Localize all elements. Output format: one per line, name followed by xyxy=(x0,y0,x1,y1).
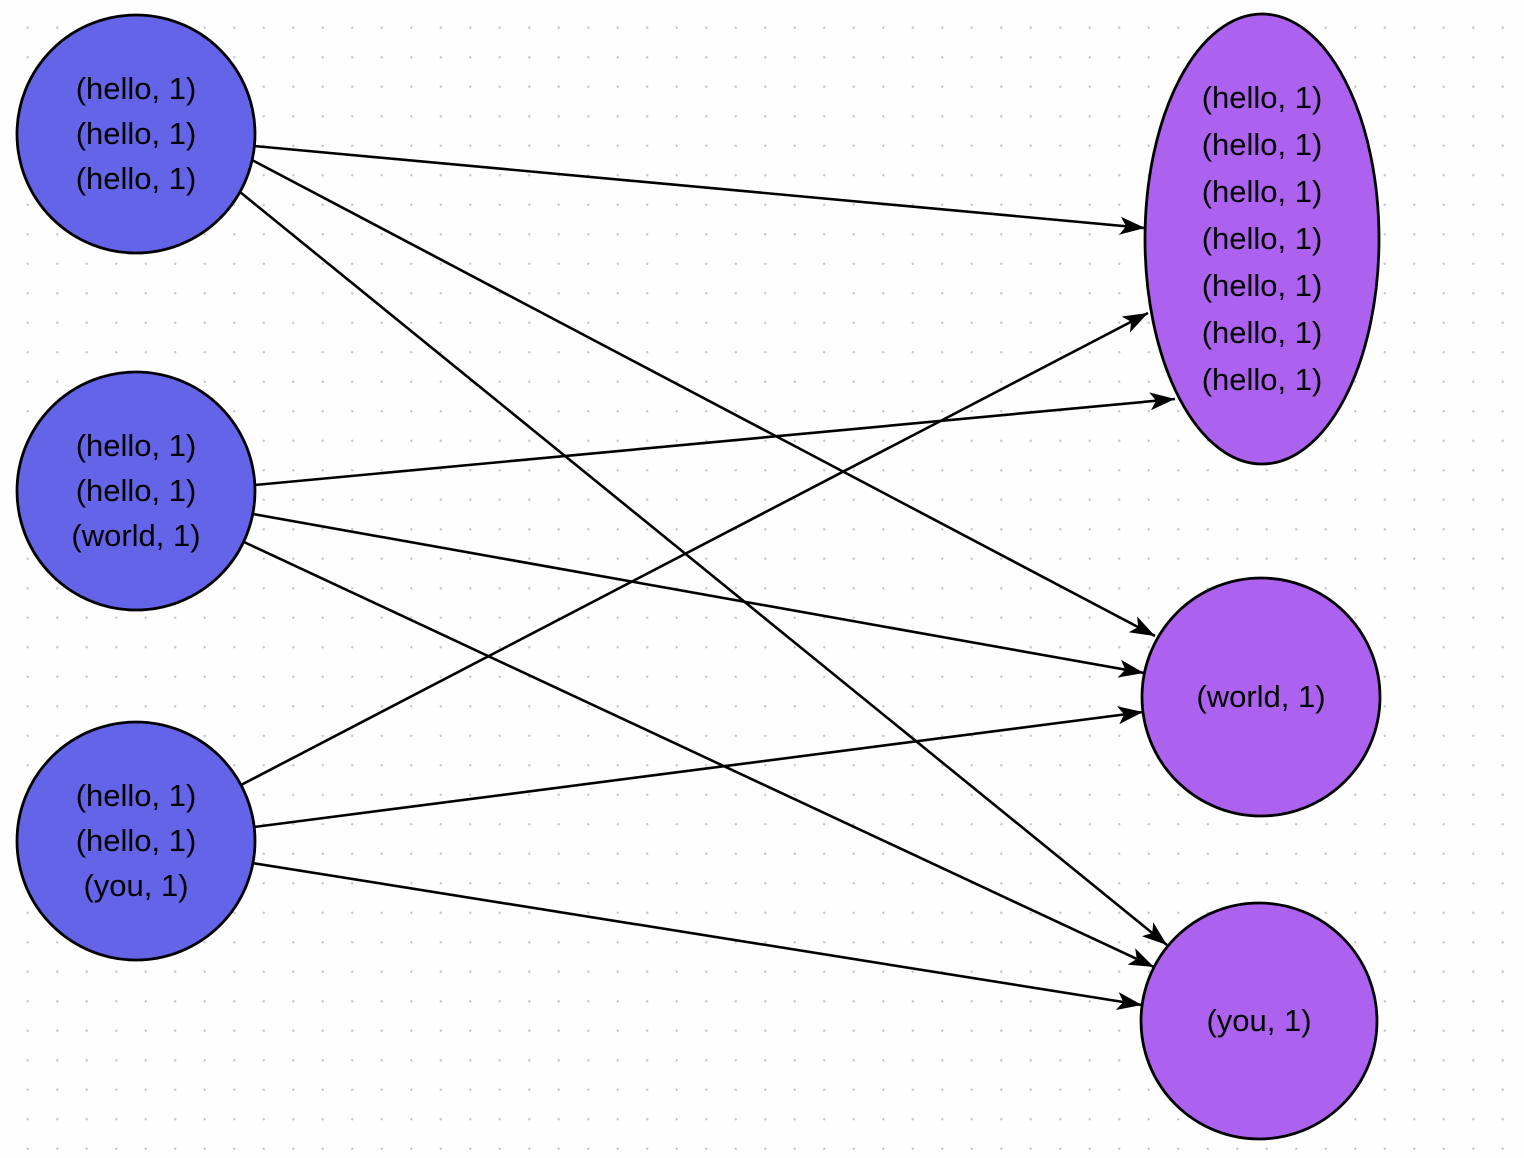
node-label-line: (you, 1) xyxy=(83,868,188,903)
map-output-node-2-label: (hello, 1) (hello, 1) (world, 1) xyxy=(71,428,200,553)
node-layer: (hello, 1)(hello, 1)(hello, 1)(hello, 1)… xyxy=(15,12,1382,1141)
edge-map-2-to-reduce-hello xyxy=(254,392,1176,487)
map-output-node-3: (hello, 1) (hello, 1) (you, 1) xyxy=(15,720,257,962)
reduce-input-node-you-shape xyxy=(1139,901,1379,1141)
node-label-line: (hello, 1) xyxy=(76,116,197,151)
map-output-node-2-shape xyxy=(15,370,257,612)
edge-map-3-to-reduce-you xyxy=(251,861,1143,1010)
map-output-node-1: (hello, 1) (hello, 1) (hello, 1) xyxy=(15,13,257,255)
node-label-line: (hello, 1) xyxy=(1202,127,1323,162)
edge-map-1-to-reduce-hello xyxy=(253,144,1146,235)
node-label-line: (hello, 1) xyxy=(1202,315,1323,350)
node-label-line: (you, 1) xyxy=(1206,1003,1311,1038)
node-label-line: (hello, 1) xyxy=(1202,80,1323,115)
map-output-node-2: (hello, 1) (hello, 1) (world, 1) xyxy=(15,370,257,612)
node-label-line: (hello, 1) xyxy=(76,823,197,858)
reduce-input-node-you-label: (you, 1) xyxy=(1206,1003,1311,1038)
map-output-node-3-shape xyxy=(15,720,257,962)
reduce-input-node-hello-shape xyxy=(1143,12,1381,466)
edge-map-2-to-reduce-you xyxy=(243,540,1155,969)
node-label-line: (hello, 1) xyxy=(1202,362,1323,397)
map-output-node-1-shape xyxy=(15,13,257,255)
node-label-line: (hello, 1) xyxy=(76,161,197,196)
node-label-line: (hello, 1) xyxy=(76,473,197,508)
reduce-input-node-hello: (hello, 1) (hello, 1) (hello, 1) (hello, 1)… xyxy=(1143,12,1381,466)
edge-map-1-to-reduce-you xyxy=(239,190,1168,947)
node-label-line: (hello, 1) xyxy=(1202,221,1323,256)
reduce-input-node-hello-label: (hello, 1) (hello, 1) (hello, 1) (hello, 1)… xyxy=(1202,80,1323,397)
reduce-input-node-world: (world, 1) xyxy=(1140,576,1382,818)
edge-map-3-to-reduce-hello xyxy=(240,311,1149,787)
reduce-input-node-world-label: (world, 1) xyxy=(1196,679,1325,714)
map-output-node-1-label: (hello, 1) (hello, 1) (hello, 1) xyxy=(76,71,197,196)
edge-map-2-to-reduce-world xyxy=(252,512,1145,678)
map-output-node-3-label: (hello, 1) (hello, 1) (you, 1) xyxy=(76,778,197,903)
reduce-input-node-you: (you, 1) xyxy=(1139,901,1379,1141)
edge-map-3-to-reduce-world xyxy=(253,706,1144,829)
node-label-line: (world, 1) xyxy=(71,518,200,553)
node-label-line: (hello, 1) xyxy=(76,71,197,106)
edge-layer xyxy=(239,144,1176,1010)
reduce-input-node-world-shape xyxy=(1140,576,1382,818)
node-label-line: (hello, 1) xyxy=(1202,174,1323,209)
node-label-line: (hello, 1) xyxy=(76,778,197,813)
node-label-line: (world, 1) xyxy=(1196,679,1325,714)
node-label-line: (hello, 1) xyxy=(1202,268,1323,303)
edge-map-1-to-reduce-world xyxy=(251,158,1156,638)
node-label-line: (hello, 1) xyxy=(76,428,197,463)
